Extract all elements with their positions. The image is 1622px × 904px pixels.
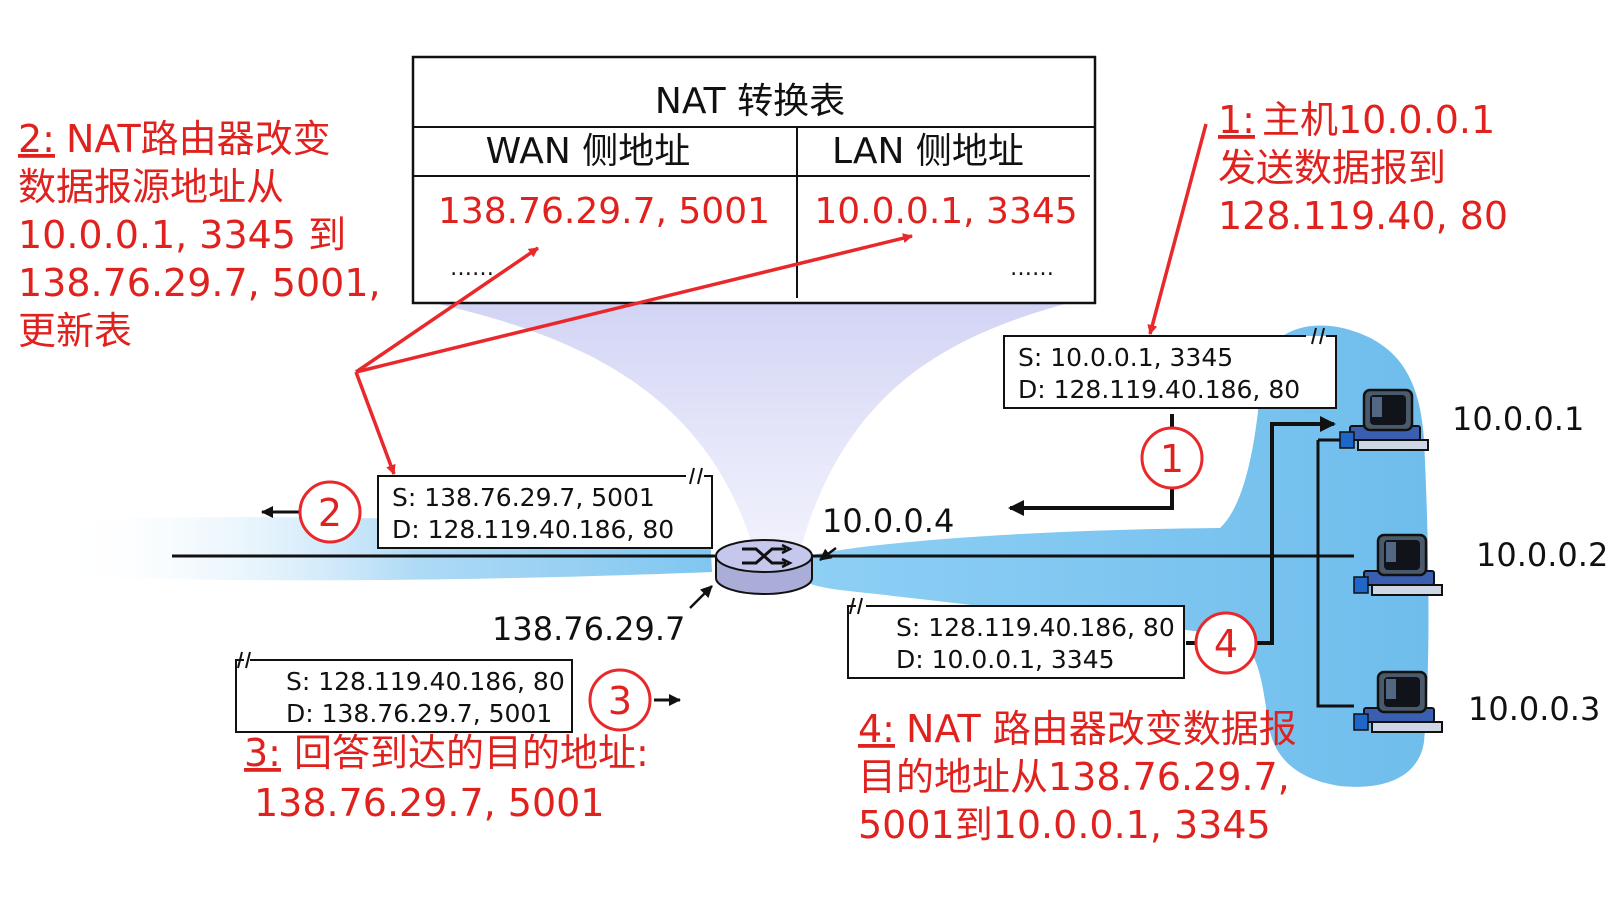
router-lan-address: 10.0.0.4 [822, 502, 954, 540]
packet-3-destination: D: 138.76.29.7, 5001 [286, 699, 552, 728]
annotation-step2-number: 2: [18, 117, 55, 161]
nat-table-lan-more: …… [1010, 256, 1054, 281]
nat-table-wan-more: …… [450, 256, 494, 281]
annotation-step1-line1: 主机10.0.0.1 [1262, 98, 1495, 142]
nat-table-wan-value: 138.76.29.7, 5001 [438, 191, 770, 232]
step-4-marker: 4 [1194, 611, 1258, 675]
step2-arrow-to-lan-entry [355, 233, 913, 374]
annotation-step2-line2: 数据报源地址从 [18, 165, 284, 209]
step-1-label: 1 [1160, 437, 1184, 481]
annotation-step3-line2: 138.76.29.7, 5001 [254, 781, 605, 825]
step-3-marker: 3 [588, 668, 652, 732]
packet-1-source: S: 10.0.0.1, 3345 [1018, 343, 1233, 372]
annotation-step3-line1: 回答到达的目的地址: [294, 731, 649, 775]
router-wan-address: 138.76.29.7 [492, 610, 685, 648]
annotation-step2-line1: NAT路由器改变 [66, 117, 331, 161]
router-lan-pointer [819, 547, 837, 561]
packet-4: S: 128.119.40.186, 80 D: 10.0.0.1, 3345 [847, 597, 1185, 679]
step-2-label: 2 [318, 491, 342, 535]
host3-address: 10.0.0.3 [1468, 690, 1600, 728]
annotation-step1-number: 1: [1218, 98, 1255, 142]
lan-link-host3 [1316, 556, 1354, 708]
packet-3: S: 128.119.40.186, 80 D: 138.76.29.7, 50… [235, 651, 573, 733]
nat-router[interactable] [715, 539, 813, 595]
host1-address: 10.0.0.1 [1452, 400, 1584, 438]
step1-arrow-to-packet1 [1147, 123, 1208, 335]
nat-table-lan-header: LAN 侧地址 [832, 131, 1024, 172]
nat-translation-table: NAT 转换表 WAN 侧地址 LAN 侧地址 138.76.29.7, 500… [411, 55, 1097, 305]
annotation-step3: 3: 回答到达的目的地址: 138.76.29.7, 5001 [244, 731, 649, 825]
annotation-step2: 2: NAT路由器改变 数据报源地址从 10.0.0.1, 3345 到 138… [18, 117, 381, 353]
annotation-step2-line3: 10.0.0.1, 3345 到 [18, 213, 346, 257]
packet-4-destination: D: 10.0.0.1, 3345 [896, 645, 1115, 674]
table-projection-cone [412, 298, 1088, 544]
packet-3-source: S: 128.119.40.186, 80 [286, 667, 565, 696]
packet-2-source: S: 138.76.29.7, 5001 [392, 483, 655, 512]
nat-table-lan-value: 10.0.0.1, 3345 [814, 191, 1077, 232]
annotation-step4-line1: NAT 路由器改变数据报 [906, 707, 1297, 751]
annotation-step1: 1: 主机10.0.0.1 发送数据报到 128.119.40, 80 [1218, 98, 1508, 238]
packet-2: S: 138.76.29.7, 5001 D: 128.119.40.186, … [377, 467, 713, 549]
packet-2-destination: D: 128.119.40.186, 80 [392, 515, 674, 544]
annotation-step1-line3: 128.119.40, 80 [1218, 194, 1508, 238]
packet-1-destination: D: 128.119.40.186, 80 [1018, 375, 1300, 404]
router-wan-pointer [689, 585, 713, 609]
annotation-step2-line5: 更新表 [18, 309, 132, 353]
annotation-step4-line2: 目的地址从138.76.29.7, [858, 755, 1290, 799]
step-2-marker: 2 [298, 480, 362, 544]
annotation-step4-line3: 5001到10.0.0.1, 3345 [858, 803, 1271, 847]
step-1-marker: 1 [1140, 426, 1204, 490]
nat-table-wan-header: WAN 侧地址 [486, 131, 691, 172]
annotation-step4: 4: NAT 路由器改变数据报 目的地址从138.76.29.7, 5001到1… [858, 707, 1297, 847]
nat-table-title: NAT 转换表 [655, 81, 845, 122]
annotation-step4-number: 4: [858, 707, 895, 751]
annotation-step1-line2: 发送数据报到 [1218, 146, 1446, 190]
step-3-label: 3 [608, 679, 632, 723]
step2-arrow-to-packet2 [354, 371, 396, 475]
host2-address: 10.0.0.2 [1476, 536, 1608, 574]
annotation-step3-number: 3: [244, 731, 281, 775]
annotation-step2-line4: 138.76.29.7, 5001, [18, 261, 381, 305]
packet-1: S: 10.0.0.1, 3345 D: 128.119.40.186, 80 [1003, 327, 1337, 409]
step-4-label: 4 [1214, 622, 1238, 666]
packet-4-source: S: 128.119.40.186, 80 [896, 613, 1175, 642]
step2-arrow-to-wan-entry [355, 246, 539, 374]
